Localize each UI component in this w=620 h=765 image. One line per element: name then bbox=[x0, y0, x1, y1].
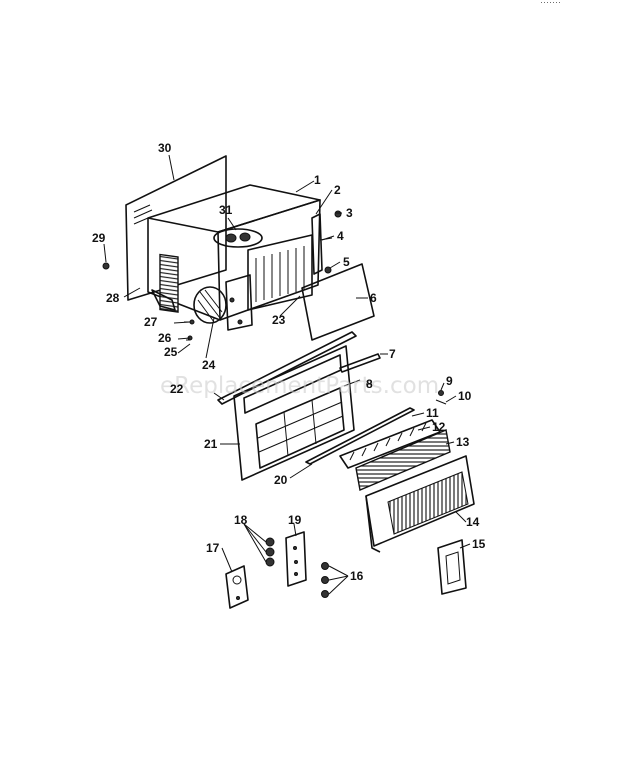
part-31-fan-assembly bbox=[213, 228, 263, 248]
part-9-10-screws bbox=[435, 390, 447, 405]
callout-labels: 1 2 3 4 5 6 7 8 9 10 11 12 13 14 15 16 1… bbox=[92, 141, 486, 583]
callout-13: 13 bbox=[456, 435, 470, 449]
callout-31: 31 bbox=[219, 203, 233, 217]
part-small-hardware-left bbox=[102, 262, 195, 341]
callout-22: 22 bbox=[170, 382, 184, 396]
corner-mark: ······· bbox=[540, 0, 561, 7]
callout-20: 20 bbox=[274, 473, 288, 487]
part-23-coil bbox=[247, 234, 313, 311]
callout-26: 26 bbox=[158, 331, 172, 345]
callout-3: 3 bbox=[346, 206, 353, 220]
part-18-switches bbox=[265, 537, 275, 567]
callout-21: 21 bbox=[204, 437, 218, 451]
part-19-bracket bbox=[285, 531, 307, 587]
callout-30: 30 bbox=[158, 141, 172, 155]
callout-28: 28 bbox=[106, 291, 120, 305]
callout-16: 16 bbox=[350, 569, 364, 583]
callout-19: 19 bbox=[288, 513, 302, 527]
callout-2: 2 bbox=[334, 183, 341, 197]
callout-24: 24 bbox=[202, 358, 216, 372]
part-2-to-5-hardware bbox=[311, 210, 342, 275]
callout-11: 11 bbox=[426, 406, 439, 420]
part-16-knobs bbox=[321, 562, 329, 598]
watermark: eReplacementParts.com bbox=[160, 373, 439, 399]
part-7-8-strips bbox=[339, 353, 381, 387]
leader-lines bbox=[103, 154, 471, 595]
callout-4: 4 bbox=[337, 229, 344, 243]
callout-25: 25 bbox=[164, 345, 178, 359]
callout-5: 5 bbox=[343, 255, 350, 269]
part-20-rod bbox=[305, 407, 415, 465]
part-24-motor bbox=[193, 274, 253, 331]
part-17-escutcheon bbox=[225, 565, 249, 609]
part-14-front-panel bbox=[365, 455, 475, 553]
callout-10: 10 bbox=[458, 389, 472, 403]
part-30-rear-panel bbox=[125, 155, 227, 301]
callout-14: 14 bbox=[466, 515, 480, 529]
part-6-filter-panel bbox=[301, 263, 375, 341]
callout-9: 9 bbox=[446, 374, 453, 388]
callout-1: 1 bbox=[314, 173, 321, 187]
callout-12: 12 bbox=[432, 420, 446, 434]
callout-29: 29 bbox=[92, 231, 106, 245]
callout-18: 18 bbox=[234, 513, 248, 527]
callout-23: 23 bbox=[272, 313, 286, 327]
callout-6: 6 bbox=[370, 291, 377, 305]
callout-8: 8 bbox=[366, 377, 373, 391]
part-21-front-frame bbox=[233, 345, 355, 481]
part-15-control-panel bbox=[437, 539, 467, 595]
part-1-cabinet bbox=[147, 184, 321, 321]
callout-17: 17 bbox=[206, 541, 220, 555]
callout-27: 27 bbox=[144, 315, 158, 329]
part-22-seal-strip bbox=[217, 331, 357, 405]
callout-7: 7 bbox=[389, 347, 396, 361]
part-13-grille bbox=[355, 429, 451, 491]
callout-15: 15 bbox=[472, 537, 486, 551]
